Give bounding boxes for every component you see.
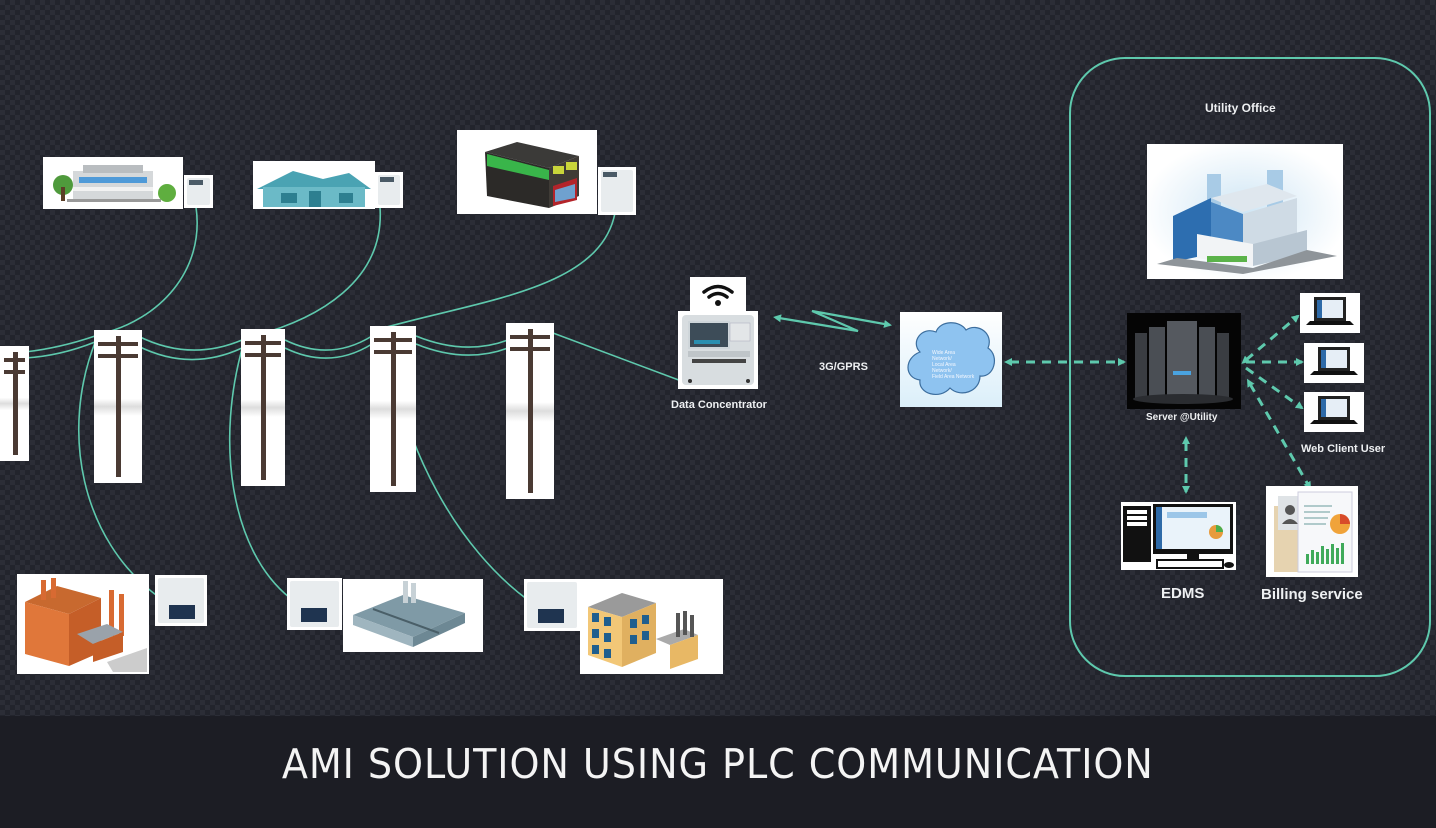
utility-pole [241, 329, 285, 486]
smart-meter [184, 175, 213, 208]
cloud-text-line: Local Area [932, 362, 956, 368]
laptop-icon [1310, 347, 1358, 375]
data-concentrator-device [678, 311, 758, 389]
modern-house-icon [53, 165, 176, 202]
concentrator-line [552, 332, 685, 383]
wifi-badge [690, 277, 746, 311]
laptop-icon [1310, 396, 1358, 424]
wifi-icon [702, 284, 734, 306]
flat-plant-icon [353, 581, 465, 647]
meter-display [301, 608, 327, 622]
diagram-canvas: Data Concentrator 3G/GPRS Wide Area Netw… [0, 57, 1431, 677]
service-drop [375, 212, 616, 331]
office-factory-icon [588, 593, 698, 669]
web-client-laptop [1304, 343, 1364, 383]
data-concentrator-label: Data Concentrator [671, 399, 767, 411]
gprs-link-label: 3G/GPRS [819, 361, 868, 373]
residential-building-bungalow [253, 161, 375, 209]
plc-meter [287, 578, 342, 630]
power-line [415, 335, 509, 348]
plc-meter [524, 579, 580, 631]
power-line [24, 335, 96, 353]
web-client-label: Web Client User [1301, 443, 1386, 455]
billing-service-document [1266, 486, 1358, 577]
cloud-text-line: Network/ [932, 368, 952, 374]
gprs-link [773, 309, 892, 333]
web-client-laptop [1300, 293, 1360, 333]
cloud-icon [907, 322, 996, 396]
laptop-icon [1306, 297, 1354, 325]
smart-meter [375, 172, 403, 208]
office-building-icon [1157, 170, 1337, 274]
meter-display [169, 605, 195, 619]
service-drop [99, 206, 198, 335]
utility-pole [506, 323, 554, 499]
utility-pole [0, 346, 29, 461]
smart-meter [598, 167, 636, 215]
utility-office-building [1147, 144, 1343, 279]
footer-bar: AMI SOLUTION USING PLC COMMUNICATION [0, 716, 1436, 828]
residential-building-modern [43, 157, 183, 209]
cloud-text-line: Field Area Network [932, 374, 975, 380]
billing-label: Billing service [1261, 586, 1363, 603]
commercial-building-shop [457, 130, 597, 214]
utility-pole [94, 330, 142, 483]
network-cloud: Wide Area Network/ Local Area Network/ F… [900, 312, 1002, 407]
power-line [284, 343, 373, 359]
power-line [137, 345, 243, 361]
billing-report-icon [1274, 491, 1353, 573]
edms-workstation [1121, 502, 1236, 570]
power-line [137, 335, 243, 351]
utility-office-label: Utility Office [1205, 101, 1276, 115]
power-line [415, 343, 509, 356]
bungalow-icon [257, 171, 371, 207]
server-rack [1127, 313, 1241, 409]
brick-factory-icon [25, 578, 147, 672]
utility-office-boundary [1069, 57, 1431, 677]
service-drop [245, 206, 381, 339]
industrial-building-office [580, 579, 723, 674]
shop-icon [485, 142, 579, 208]
web-client-laptop [1304, 392, 1364, 432]
cloud-text: Wide Area Network/ Local Area Network/ F… [932, 350, 974, 380]
power-line [24, 341, 96, 359]
server-label: Server @Utility [1146, 412, 1218, 423]
cloud-text-line: Wide Area [932, 350, 956, 356]
meter-display [538, 609, 564, 623]
concentrator-panel-icon [688, 322, 751, 383]
server-icon [1133, 321, 1233, 404]
utility-pole [370, 326, 416, 492]
diagram-title: AMI SOLUTION USING PLC COMMUNICATION [282, 740, 1154, 788]
power-line [284, 335, 373, 351]
desktop-computer-icon [1123, 504, 1234, 569]
industrial-building-plant [343, 579, 483, 652]
edms-label: EDMS [1161, 585, 1205, 602]
industrial-building-brick [17, 574, 149, 674]
plc-meter [155, 575, 207, 626]
cloud-text-line: Network/ [932, 356, 952, 362]
